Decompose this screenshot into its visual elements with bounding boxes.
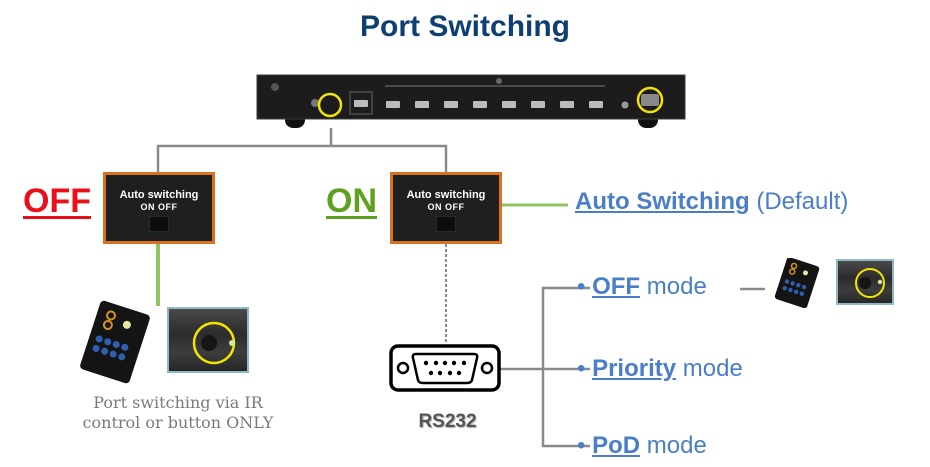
hdmi-in-port-icon [589,101,603,108]
mode-suffix: mode [646,273,707,300]
bullet: • [577,273,586,300]
switch-on-label: ON [140,202,155,212]
off-state-label: OFF [23,182,91,220]
hdmi-in-port-icon [415,101,429,108]
switch-box-title: Auto switching [406,189,486,201]
switch-box-title: Auto switching [119,189,199,201]
led-icon [229,340,235,346]
rs232-label: RS232 [418,411,477,432]
mode-pod: • PoD mode [577,432,707,460]
off-caption: Port switching via IR control or button … [82,393,274,432]
push-button-icon [859,277,871,289]
rs232-highlight-ring [636,86,664,114]
ir-remote-small-icon [774,258,820,308]
hdmi-out-port-icon [354,100,368,107]
hdmi-in-port-icon [386,101,400,108]
auto-switching-default: (Default) [756,188,849,215]
bullet: • [577,432,586,459]
mode-off: • OFF mode [577,273,707,301]
auto-switch-highlight-ring [317,92,343,118]
center-screw-icon [496,78,502,84]
push-button-icon [201,335,217,351]
rs232-port-icon [641,94,659,106]
front-button-photo-small [836,259,894,305]
mode-name: PoD [592,432,641,459]
led-icon [877,279,883,285]
auto-switching-title: Auto Switching [575,188,750,215]
device-chassis [256,74,686,120]
dip-switch-toggle [436,216,456,232]
hdmi-in-port-icon [560,101,574,108]
hdmi-in-port-icon [531,101,545,108]
mode-name: OFF [592,273,641,300]
hdmi-in-port-icon [473,101,487,108]
auto-switching-label: Auto Switching (Default) [575,188,848,216]
auto-switch-box-on: Auto switching ON OFF [390,172,502,244]
mode-suffix: mode [646,432,707,459]
hdmi-inputs [386,101,603,108]
switch-on-label: ON [427,202,442,212]
hdmi-in-port-icon [502,101,516,108]
ir-jack-icon [621,101,629,109]
front-button-photo [167,307,249,373]
hdmi-in-port-icon [444,101,458,108]
device-rear-panel [256,74,686,128]
rs232-connector-icon [389,344,501,392]
mode-bracket-line [541,286,590,448]
bullet: • [577,355,586,382]
dip-switch-toggle [149,216,169,232]
branch-split-line [156,144,448,172]
mode-priority: • Priority mode [577,355,743,383]
mode-name: Priority [592,355,677,382]
page-title: Port Switching [360,10,570,43]
power-jack-icon [311,99,319,107]
switch-off-label: OFF [445,202,465,212]
hdmi-out-frame [349,91,373,115]
mode-suffix: mode [682,355,743,382]
switch-off-label: OFF [158,202,178,212]
ir-remote-icon [80,300,150,384]
ground-screw-icon [271,83,279,91]
auto-switch-box-off: Auto switching ON OFF [103,172,215,244]
on-state-label: ON [326,182,377,220]
